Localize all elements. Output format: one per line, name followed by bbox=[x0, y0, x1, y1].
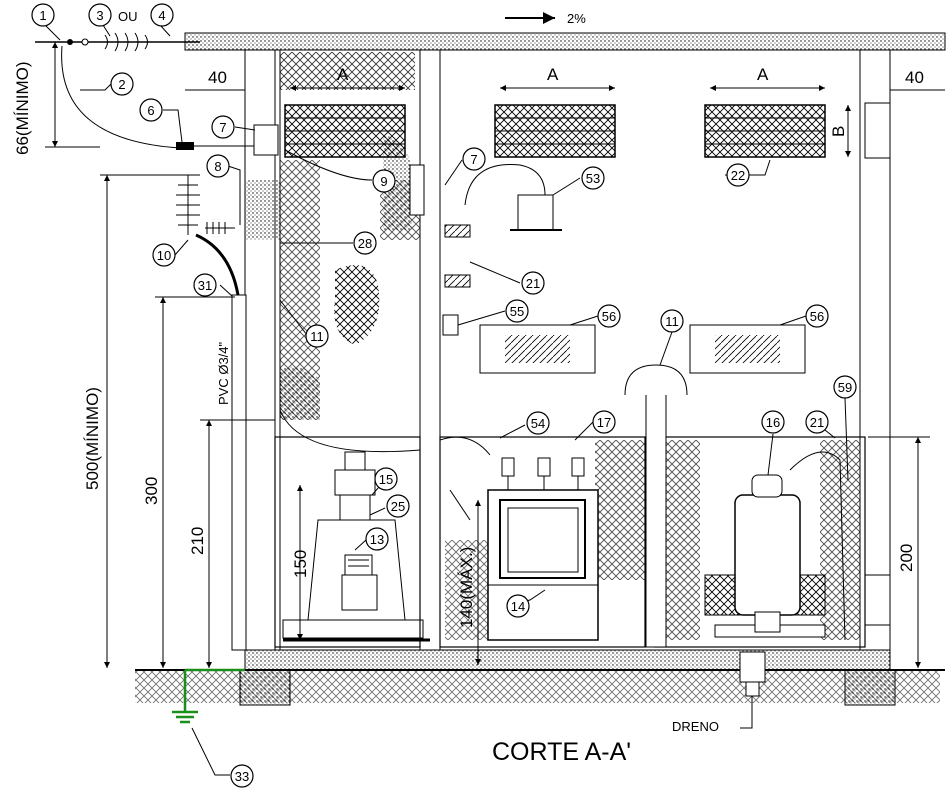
callout-1: 1 bbox=[31, 3, 55, 27]
metering-cabinet bbox=[487, 457, 599, 641]
vent-grilles bbox=[284, 104, 826, 158]
svg-text:11: 11 bbox=[665, 314, 679, 329]
svg-text:55: 55 bbox=[510, 304, 524, 319]
drawing-title: CORTE A-A' bbox=[492, 738, 631, 766]
svg-text:33: 33 bbox=[235, 769, 249, 784]
callout-22: 22 bbox=[726, 163, 750, 187]
callouts: 1 3 4 2 6 7 8 10 31 9 28 11 7 53 21 55 5… bbox=[31, 3, 857, 788]
dim-66: 66(MÍNIMO) bbox=[13, 62, 32, 156]
svg-text:28: 28 bbox=[358, 236, 372, 251]
dim-140: 140(MÁX.) bbox=[457, 547, 476, 628]
svg-text:7: 7 bbox=[470, 152, 477, 167]
svg-text:54: 54 bbox=[531, 416, 545, 431]
drain bbox=[739, 651, 766, 729]
callout-25: 25 bbox=[386, 494, 410, 518]
svg-text:25: 25 bbox=[391, 499, 405, 514]
svg-text:11: 11 bbox=[310, 329, 324, 344]
cell-hatch-zones bbox=[245, 52, 420, 420]
dim-500: 500(MÍNIMO) bbox=[83, 387, 102, 490]
svg-text:15: 15 bbox=[379, 472, 393, 487]
callout-16: 14 bbox=[506, 594, 530, 618]
callout-11a: 11 bbox=[305, 324, 329, 348]
svg-text:8: 8 bbox=[214, 159, 221, 174]
warning-signs bbox=[479, 324, 806, 374]
callout-2: 2 bbox=[110, 72, 134, 96]
callout-14: 15 bbox=[374, 467, 398, 491]
svg-text:16: 16 bbox=[766, 415, 780, 430]
callout-56a: 56 bbox=[597, 304, 621, 328]
callout-7a: 7 bbox=[211, 115, 235, 139]
svg-text:4: 4 bbox=[158, 8, 165, 23]
external-line bbox=[35, 32, 255, 651]
callout-53: 54 bbox=[526, 411, 550, 435]
dim-a-1: A bbox=[337, 65, 349, 84]
callout-7b: 7 bbox=[462, 147, 486, 171]
svg-text:53: 53 bbox=[586, 171, 600, 186]
transformer-left bbox=[282, 451, 430, 642]
drain-label: DRENO bbox=[672, 719, 719, 734]
callout-55: 55 bbox=[505, 299, 529, 323]
callout-59: 59 bbox=[833, 375, 857, 399]
svg-text:6: 6 bbox=[147, 103, 154, 118]
slope-label: 2% bbox=[567, 11, 586, 26]
roof-slab bbox=[184, 12, 946, 51]
dim-wall-right: 40 bbox=[905, 68, 924, 87]
dim-b: B bbox=[829, 126, 848, 137]
callout-54: 53 bbox=[581, 166, 605, 190]
svg-text:22: 22 bbox=[731, 168, 745, 183]
dim-150: 150 bbox=[291, 550, 310, 578]
svg-text:56: 56 bbox=[810, 309, 824, 324]
transformer-right bbox=[714, 451, 846, 641]
callout-33: 33 bbox=[230, 764, 254, 788]
internal-fixtures bbox=[253, 124, 562, 521]
svg-text:14: 14 bbox=[511, 599, 525, 614]
callout-31: 31 bbox=[193, 273, 217, 297]
or-label: OU bbox=[118, 9, 138, 24]
dim-a-2: A bbox=[547, 65, 559, 84]
conduit-label: PVC Ø3/4" bbox=[216, 341, 231, 405]
dim-210: 210 bbox=[188, 527, 207, 555]
callout-6: 6 bbox=[139, 98, 163, 122]
callout-10: 10 bbox=[152, 243, 176, 267]
grounding bbox=[172, 668, 245, 776]
callout-11b: 11 bbox=[660, 309, 684, 333]
dim-300: 300 bbox=[142, 477, 161, 505]
dim-200: 200 bbox=[897, 544, 916, 572]
callout-56b: 56 bbox=[805, 304, 829, 328]
callout-17: 16 bbox=[761, 410, 785, 434]
callout-21a: 17 bbox=[592, 410, 616, 434]
svg-text:17: 17 bbox=[597, 415, 611, 430]
callout-4: 4 bbox=[150, 3, 174, 27]
svg-text:10: 10 bbox=[157, 248, 171, 263]
callout-3: 3 bbox=[88, 3, 112, 27]
dim-a-3: A bbox=[757, 65, 769, 84]
cable-duct bbox=[624, 364, 688, 648]
callout-8: 8 bbox=[206, 154, 230, 178]
walls bbox=[244, 49, 891, 651]
callout-9: 9 bbox=[372, 169, 396, 193]
floor-slab bbox=[135, 649, 945, 706]
svg-text:9: 9 bbox=[380, 174, 387, 189]
svg-text:2: 2 bbox=[118, 77, 125, 92]
svg-text:7: 7 bbox=[219, 120, 226, 135]
svg-text:59: 59 bbox=[838, 380, 852, 395]
callout-21b: 21 bbox=[805, 410, 829, 434]
callout-15: 21 bbox=[521, 271, 545, 295]
svg-text:21: 21 bbox=[810, 415, 824, 430]
callout-28: 28 bbox=[353, 231, 377, 255]
svg-text:3: 3 bbox=[96, 8, 103, 23]
svg-text:56: 56 bbox=[602, 309, 616, 324]
svg-text:31: 31 bbox=[198, 278, 212, 293]
dim-wall-left: 40 bbox=[208, 68, 227, 87]
callout-13: 13 bbox=[365, 527, 389, 551]
dimension-lines bbox=[45, 42, 945, 668]
dimension-labels: 40 40 A A A B 66(MÍNIMO) 500(MÍNIMO) 300… bbox=[13, 9, 924, 766]
svg-text:21: 21 bbox=[526, 276, 540, 291]
svg-text:13: 13 bbox=[370, 532, 384, 547]
svg-text:1: 1 bbox=[39, 8, 46, 23]
